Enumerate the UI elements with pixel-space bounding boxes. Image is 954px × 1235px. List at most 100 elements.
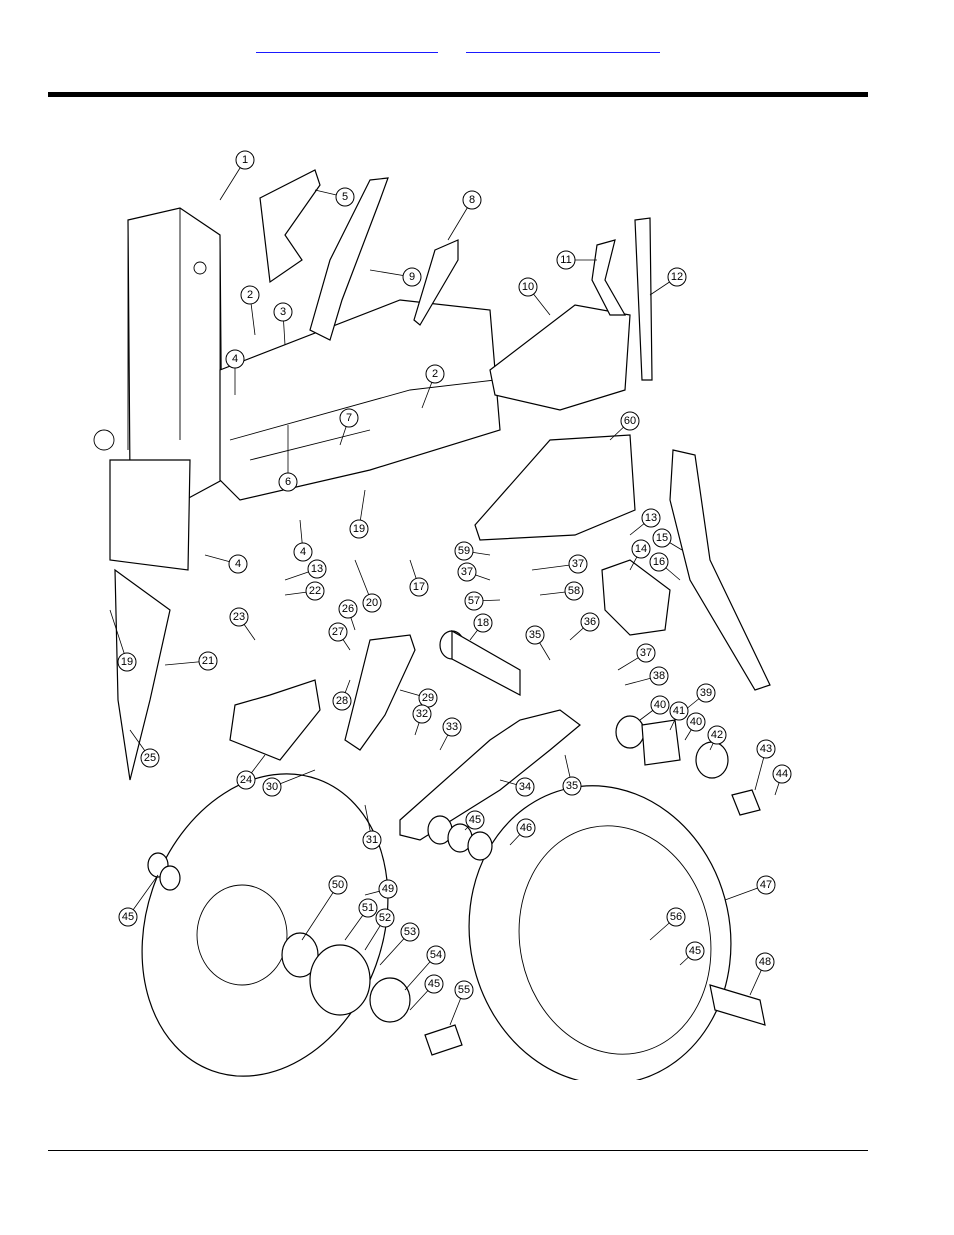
part-48-bolt xyxy=(709,984,766,1026)
part-14-block xyxy=(601,559,671,636)
svg-text:1: 1 xyxy=(242,154,248,166)
svg-text:14: 14 xyxy=(635,543,647,555)
svg-text:29: 29 xyxy=(422,692,434,704)
header-link-2[interactable] xyxy=(466,38,660,53)
callout-14: 14 xyxy=(629,539,651,571)
svg-text:47: 47 xyxy=(760,879,772,891)
callout-34: 34 xyxy=(499,777,535,797)
part-41-bushing xyxy=(641,719,681,766)
svg-text:4: 4 xyxy=(232,353,238,365)
callout-55: 55 xyxy=(449,980,474,1026)
part-11-clip xyxy=(591,239,627,316)
main-arm-body xyxy=(219,299,501,501)
callout-40b: 40 xyxy=(684,712,706,741)
callout-29: 29 xyxy=(399,688,438,708)
header-link-1[interactable] xyxy=(256,38,438,53)
header-links xyxy=(0,38,954,58)
callout-43: 43 xyxy=(754,739,776,791)
svg-text:25: 25 xyxy=(144,752,156,764)
exploded-parts-diagram: 1 5 8 9 11 12 10 2 3 4 2 60 7 6 13 15 19… xyxy=(70,140,810,1080)
svg-text:43: 43 xyxy=(760,743,772,755)
svg-text:60: 60 xyxy=(624,415,636,427)
svg-text:51: 51 xyxy=(362,902,374,914)
svg-text:37: 37 xyxy=(461,566,473,578)
svg-text:45: 45 xyxy=(428,978,440,990)
callout-33: 33 xyxy=(439,717,462,751)
callout-35b: 35 xyxy=(562,754,582,796)
svg-text:46: 46 xyxy=(520,822,532,834)
callout-19b: 19 xyxy=(109,609,137,672)
callout-11: 11 xyxy=(556,250,597,270)
callout-37a: 37 xyxy=(531,554,588,574)
svg-text:44: 44 xyxy=(776,768,788,780)
svg-text:13: 13 xyxy=(311,563,323,575)
callout-56: 56 xyxy=(649,907,686,941)
callout-4b: 4 xyxy=(293,519,313,562)
svg-text:20: 20 xyxy=(366,597,378,609)
callout-48: 48 xyxy=(749,952,775,996)
callout-50: 50 xyxy=(301,875,348,941)
svg-text:56: 56 xyxy=(670,911,682,923)
callout-40a: 40 xyxy=(639,695,670,721)
callout-45a: 45 xyxy=(464,810,485,831)
callout-24: 24 xyxy=(236,754,266,790)
callout-13a: 13 xyxy=(629,508,661,536)
svg-text:39: 39 xyxy=(700,687,712,699)
svg-text:35: 35 xyxy=(566,780,578,792)
callout-45c: 45 xyxy=(679,941,705,966)
callout-49: 49 xyxy=(364,879,398,899)
callout-12: 12 xyxy=(649,267,687,296)
part-47-gauge-wheel xyxy=(468,785,732,1080)
svg-text:31: 31 xyxy=(366,834,378,846)
callout-47: 47 xyxy=(724,875,776,901)
svg-text:27: 27 xyxy=(332,626,344,638)
callout-59: 59 xyxy=(454,541,491,561)
svg-text:38: 38 xyxy=(653,670,665,682)
part-55-bolt xyxy=(424,1024,463,1056)
callout-57: 57 xyxy=(464,591,501,611)
svg-text:8: 8 xyxy=(469,194,475,206)
svg-text:18: 18 xyxy=(477,617,489,629)
part-43-washer xyxy=(731,789,761,816)
footer-rule xyxy=(48,1150,868,1151)
svg-text:32: 32 xyxy=(416,708,428,720)
part-25-scraper xyxy=(114,568,171,781)
part-5-plate xyxy=(259,169,321,284)
callout-27: 27 xyxy=(328,622,351,651)
svg-text:23: 23 xyxy=(233,611,245,623)
callout-13b: 13 xyxy=(284,559,327,581)
part-40-ring xyxy=(615,715,645,749)
callout-35a: 35 xyxy=(525,625,551,661)
callout-52: 52 xyxy=(364,908,395,951)
part-60-bracket xyxy=(474,434,636,541)
svg-text:24: 24 xyxy=(240,774,252,786)
part-34-arm xyxy=(399,709,581,841)
svg-text:59: 59 xyxy=(458,545,470,557)
callout-31: 31 xyxy=(362,804,382,850)
svg-text:2: 2 xyxy=(432,368,438,380)
callout-7: 7 xyxy=(339,408,359,446)
svg-text:11: 11 xyxy=(560,254,571,266)
callout-23: 23 xyxy=(229,607,256,641)
part-18-sleeve xyxy=(451,629,521,696)
callout-45d: 45 xyxy=(409,974,444,1011)
callout-9: 9 xyxy=(369,267,422,287)
callout-37b: 37 xyxy=(457,562,491,582)
callout-54: 54 xyxy=(404,945,446,991)
svg-text:48: 48 xyxy=(759,956,771,968)
svg-text:2: 2 xyxy=(247,289,253,301)
callout-17: 17 xyxy=(409,559,429,597)
svg-text:40: 40 xyxy=(654,699,666,711)
svg-text:26: 26 xyxy=(342,603,354,615)
part-9-handle xyxy=(309,177,389,341)
svg-text:45: 45 xyxy=(469,814,481,826)
callout-46: 46 xyxy=(509,818,536,846)
callout-21: 21 xyxy=(164,651,218,671)
main-frame-bracket xyxy=(93,207,223,571)
callout-2a: 2 xyxy=(240,285,260,336)
callout-18: 18 xyxy=(469,613,493,641)
callout-4c: 4 xyxy=(204,554,248,574)
callout-4a: 4 xyxy=(225,349,245,395)
svg-text:17: 17 xyxy=(413,581,425,593)
svg-text:40: 40 xyxy=(690,716,702,728)
